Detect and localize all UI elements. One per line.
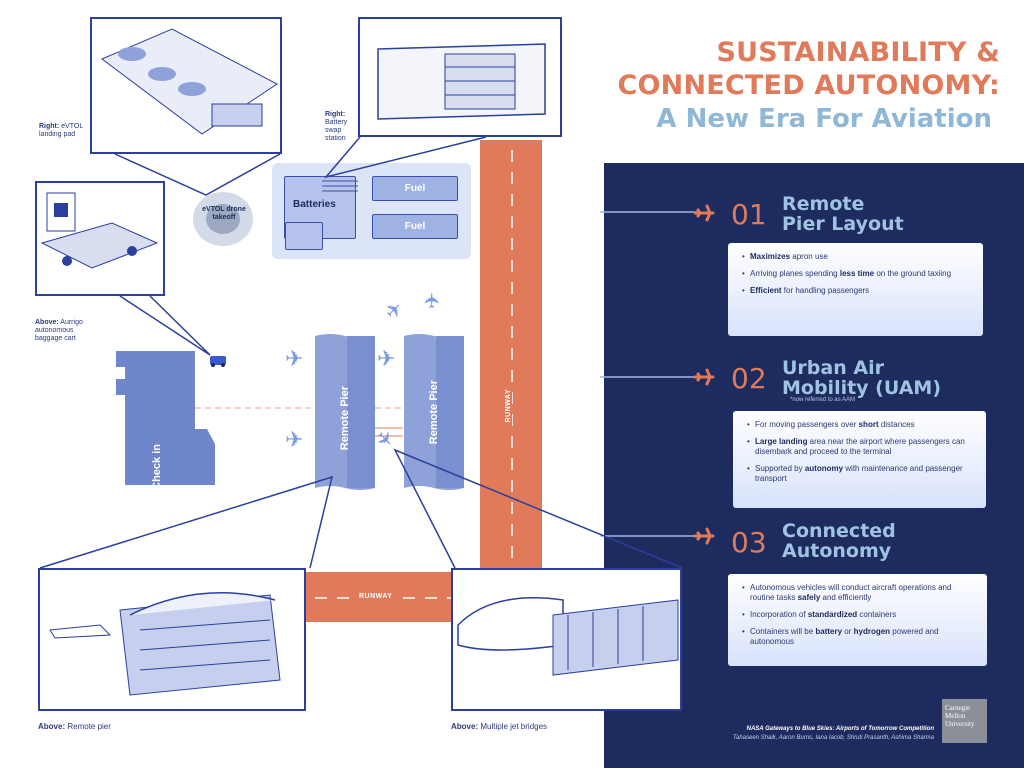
footer-competition: NASA Gateways to Blue Skies: Airports of… — [746, 726, 934, 732]
remote-pier-2-label: Remote Pier — [428, 380, 440, 445]
evtol-pad — [193, 192, 253, 246]
airplane-icon: ✈ — [381, 297, 409, 325]
airplane-icon: ✈ — [377, 346, 396, 371]
evtol-label: eVTOL drone takeoff — [202, 206, 246, 221]
plane-icon-01 — [693, 203, 715, 223]
section-02-title-line1: Urban Air — [782, 357, 884, 379]
jet-bridges-caption: Above: Multiple jet bridges — [451, 722, 548, 731]
runway-h-label: RUNWAY — [353, 593, 399, 600]
baggage-cart-image — [35, 181, 165, 296]
baggage-cart-caption: Above: Aurrigo autonomous baggage cart — [35, 319, 83, 342]
plane-icon-02 — [693, 367, 715, 387]
list-item: Large landing area near the airport wher… — [747, 437, 976, 457]
section-connectors — [600, 211, 700, 537]
list-item: Efficient for handling passengers — [742, 286, 973, 296]
runway-v-label: RUNWAY — [505, 385, 512, 427]
remote-pier-1-label: Remote Pier — [339, 386, 351, 451]
section-02-note: *now referred to as AAM — [790, 397, 856, 403]
check-in-building — [116, 351, 215, 485]
list-item: Supported by autonomy with maintenance a… — [747, 464, 976, 484]
airplane-icon: ✈ — [285, 427, 304, 452]
section-03-title-line2: Autonomy — [782, 540, 892, 562]
cmu-logo: Carnegie Mellon University — [942, 699, 987, 743]
evtol-pad-image — [90, 17, 282, 154]
section-02-card: For moving passengers over short distanc… — [733, 411, 986, 508]
list-item: For moving passengers over short distanc… — [747, 420, 976, 430]
battery-station-image — [358, 17, 562, 137]
remote-pier-caption: Above: Remote pier — [38, 722, 111, 731]
section-01-title: Remote Pier Layout — [782, 194, 904, 234]
battery-lines — [322, 180, 358, 192]
title-line1: SUSTAINABILITY & — [716, 37, 1000, 68]
list-item: Maximizes apron use — [742, 252, 973, 262]
runway-v-centerline — [511, 150, 513, 560]
airplane-icon: ✈ — [285, 346, 304, 371]
evtol-pad-caption: Right: eVTOL landing pad — [39, 123, 83, 138]
plane-icon-03 — [693, 526, 715, 546]
fuel-tank-1: Fuel — [372, 176, 458, 201]
jet-bridges-image — [451, 568, 682, 711]
section-03-title: Connected Autonomy — [782, 521, 896, 561]
batteries-sub-block — [285, 222, 323, 250]
logo-line1: Carnegie — [945, 704, 971, 712]
list-item: Containers will be battery or hydrogen p… — [742, 627, 977, 647]
section-02-title-line2: Mobility (UAM) — [782, 377, 942, 399]
title: SUSTAINABILITY & CONNECTED AUTONOMY: — [600, 36, 1000, 102]
footer-authors: Tahaseen Shaik, Aaron Burns, Iana Iacob,… — [732, 735, 934, 741]
section-01-number: 01 — [731, 198, 767, 231]
list-item: Incorporation of standardized containers — [742, 610, 977, 620]
batteries-label: Batteries — [293, 199, 336, 210]
fuel-tank-2: Fuel — [372, 214, 458, 239]
section-01-card: Maximizes apron use Arriving planes spen… — [728, 243, 983, 336]
section-03-card: Autonomous vehicles will conduct aircraf… — [728, 574, 987, 666]
list-item: Autonomous vehicles will conduct aircraf… — [742, 583, 977, 603]
section-01-title-line1: Remote — [782, 193, 865, 215]
baggage-cart-icon — [210, 356, 226, 367]
check-in-label: Check in — [151, 444, 163, 490]
battery-station-caption: Right: Battery swap station — [325, 111, 348, 142]
section-03-title-line1: Connected — [782, 520, 896, 542]
remote-pier-image — [38, 568, 306, 711]
logo-line3: University — [945, 720, 975, 728]
subtitle: A New Era For Aviation — [656, 104, 992, 134]
section-01-title-line2: Pier Layout — [782, 213, 904, 235]
list-item: Arriving planes spending less time on th… — [742, 269, 973, 279]
airplane-icon: ✈ — [421, 292, 444, 309]
section-02-number: 02 — [731, 362, 767, 395]
section-02-title: Urban Air Mobility (UAM) — [782, 358, 941, 398]
title-line2: CONNECTED AUTONOMY: — [617, 70, 1000, 101]
logo-line2: Mellon — [945, 712, 966, 720]
remote-pier-1 — [315, 334, 375, 490]
section-03-number: 03 — [731, 526, 767, 559]
